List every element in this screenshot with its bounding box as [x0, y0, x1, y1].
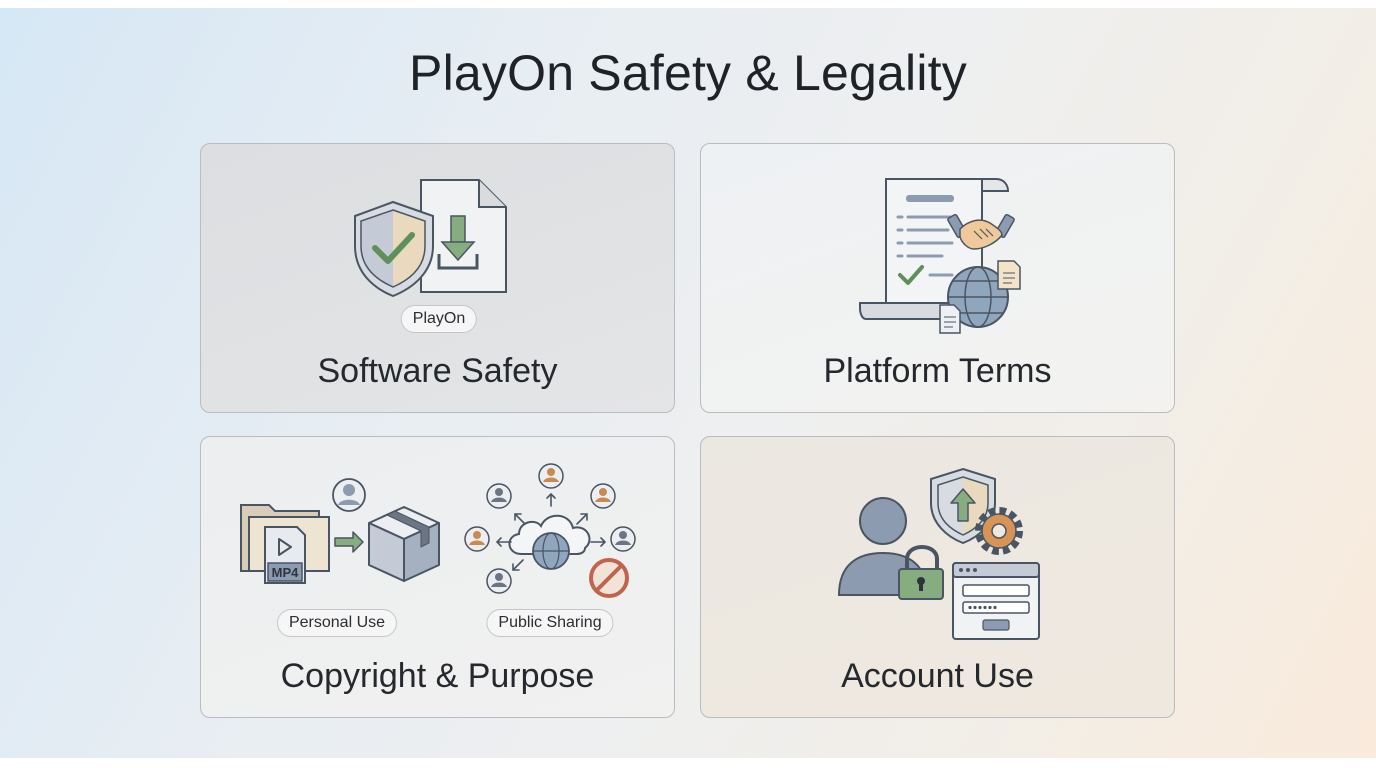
cloud-globe-icon	[508, 514, 591, 570]
personal-use-illustration: MP4	[240, 478, 440, 584]
platform-terms-title: Platform Terms	[823, 352, 1052, 390]
account-use-card[interactable]: Account Use	[700, 436, 1175, 718]
user-icon	[332, 478, 366, 512]
small-document-icon	[939, 260, 1021, 334]
copyright-purpose-title: Copyright & Purpose	[280, 657, 595, 695]
public-sharing-illustration	[464, 463, 636, 598]
personal-use-label: Personal Use	[276, 609, 398, 637]
share-arrows	[495, 492, 607, 571]
public-sharing-label: Public Sharing	[486, 609, 614, 637]
platform-terms-card[interactable]: Platform Terms	[700, 143, 1175, 413]
download-file-icon	[420, 179, 507, 293]
padlock-icon	[898, 545, 944, 600]
shield-check-icon	[354, 200, 434, 298]
account-use-title: Account Use	[841, 657, 1034, 695]
copyright-purpose-card[interactable]: MP4	[200, 436, 675, 718]
platform-terms-illustration	[859, 178, 1021, 334]
globe-icon	[947, 266, 1009, 328]
software-safety-title: Software Safety	[317, 352, 558, 390]
box-icon	[368, 506, 440, 582]
mp4-tag: MP4	[272, 565, 300, 580]
account-use-illustration	[837, 467, 1040, 640]
arrow-right-icon	[334, 531, 364, 553]
login-window-icon	[952, 562, 1040, 640]
user-heads-orange	[469, 468, 611, 545]
playon-badge: PlayOn	[400, 305, 478, 333]
user-heads-slate	[491, 488, 631, 587]
handshake-icon	[947, 213, 1015, 250]
gear-icon	[975, 507, 1023, 555]
document-icon	[859, 178, 1010, 320]
no-entry-icon	[589, 558, 629, 598]
software-safety-illustration	[354, 179, 507, 298]
folder-video-icon: MP4	[240, 504, 330, 584]
page-title: PlayOn Safety & Legality	[409, 45, 967, 101]
software-safety-card[interactable]: PlayOn Software Safety	[200, 143, 675, 413]
